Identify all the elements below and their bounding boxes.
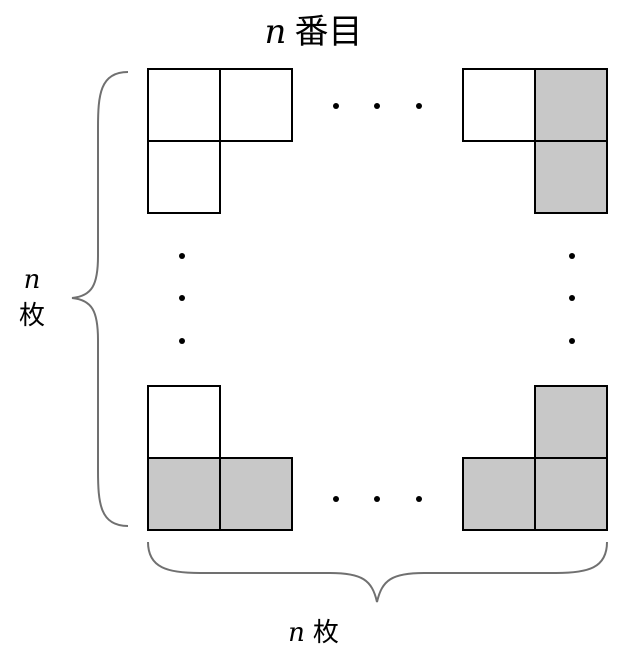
title-text: 番目: [294, 12, 363, 52]
rows-count-unit: 枚: [18, 301, 45, 331]
empty-cell-top-left: [462, 68, 536, 142]
bottom-horizontal-ellipsis: [333, 496, 422, 502]
rows-count-variable: n: [23, 265, 41, 295]
empty-cell-top-left: [147, 68, 221, 142]
tile-top-left: [147, 68, 293, 214]
bottom-curly-brace: [147, 541, 608, 603]
tile-bottom-left: [147, 385, 293, 531]
columns-count-variable: n: [288, 618, 305, 648]
columns-count-unit: 枚: [312, 618, 339, 648]
empty-cell-top-right: [219, 68, 293, 142]
filled-cell-bottom-right: [219, 457, 293, 531]
left-vertical-ellipsis: [179, 253, 185, 344]
filled-cell-top-right: [534, 385, 608, 459]
filled-cell-bottom-right: [534, 140, 608, 214]
filled-cell-bottom-right: [534, 457, 608, 531]
tile-top-right: [462, 68, 608, 214]
filled-cell-bottom-left: [147, 457, 221, 531]
tile-bottom-right: [462, 385, 608, 531]
filled-cell-bottom-left: [462, 457, 536, 531]
ellipsis-dots: [179, 103, 575, 502]
empty-cell-top-left: [147, 385, 221, 459]
rows-count-label: n 枚: [12, 262, 52, 334]
right-vertical-ellipsis: [569, 253, 575, 344]
empty-cell-bottom-left: [147, 140, 221, 214]
filled-cell-top-right: [534, 68, 608, 142]
title-variable: n: [264, 12, 287, 52]
left-curly-brace: [71, 71, 129, 527]
tiles: [147, 68, 608, 531]
top-horizontal-ellipsis: [333, 103, 422, 109]
